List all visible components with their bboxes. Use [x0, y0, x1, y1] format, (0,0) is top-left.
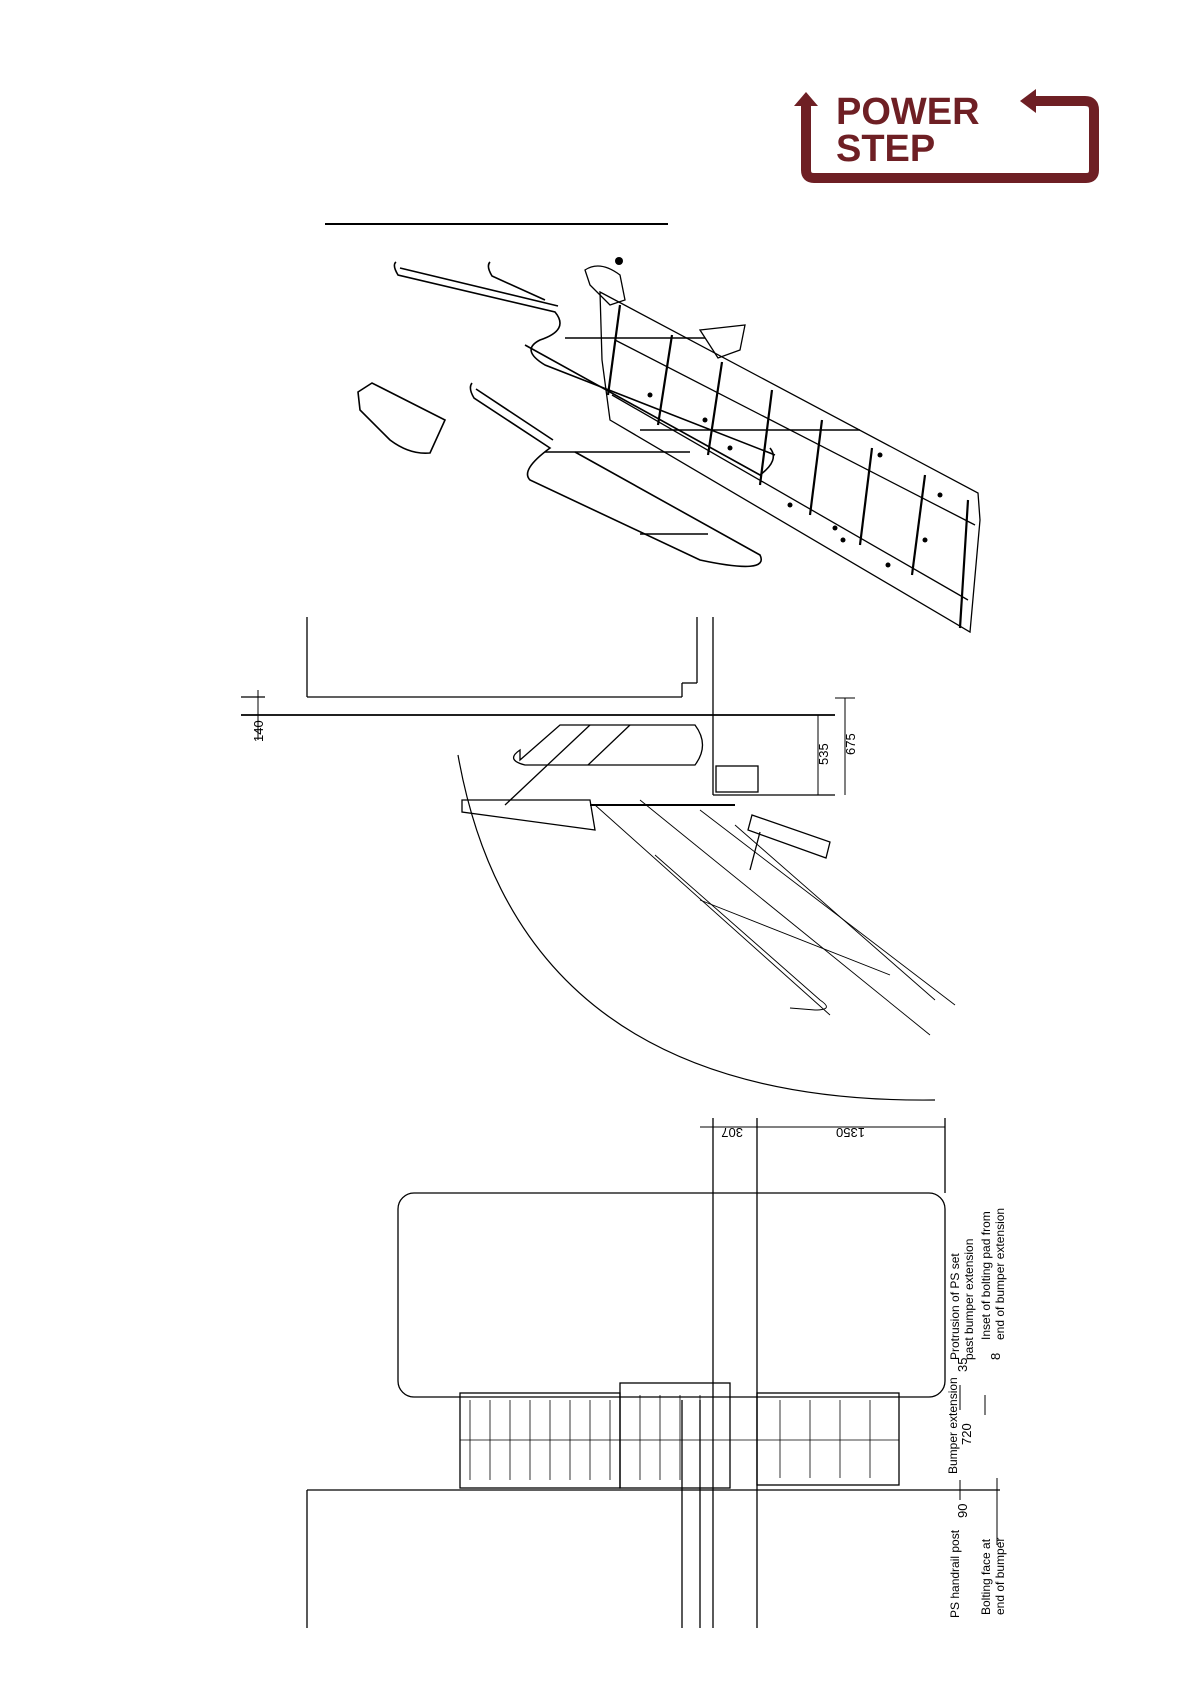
- step-mechanism-housing: [716, 766, 758, 792]
- label-handrail-post: PS handrail post: [948, 1529, 962, 1618]
- dim-720: 720: [959, 1423, 974, 1445]
- logo-registered-mark: ®: [1092, 171, 1098, 180]
- label-bolting-face-line-2: end of bumper: [993, 1538, 1007, 1615]
- label-bolting-face-line-1: Bolting face at: [979, 1538, 993, 1615]
- label-inset-line-2: end of bumper extension: [993, 1208, 1007, 1340]
- top-bracket: [585, 266, 625, 305]
- logo-line-1: POWER: [836, 91, 980, 133]
- handrail-lower: [470, 383, 761, 566]
- deployed-step-phantom: [595, 800, 955, 1035]
- side-dimensions: [258, 690, 855, 795]
- folded-step: [462, 800, 595, 830]
- label-inset-line-1: Inset of bolting pad from: [979, 1211, 993, 1340]
- dim-140: 140: [251, 720, 266, 742]
- bolting-pad: [358, 383, 445, 453]
- isometric-step-view: [358, 257, 980, 632]
- swing-arc: [458, 755, 935, 1100]
- plan-tread-slats: [460, 1395, 899, 1480]
- stair-treads: [608, 305, 968, 628]
- handrail-upper: [394, 262, 860, 475]
- plan-step-section-1: [460, 1393, 620, 1488]
- side-handrail: [514, 725, 703, 765]
- label-protrusion-line-2: past bumper extension: [962, 1239, 976, 1360]
- power-step-logo: POWER STEP ®: [794, 89, 1098, 180]
- dim-8: 8: [988, 1353, 1003, 1360]
- side-section-view: [241, 617, 955, 1100]
- plan-step-section-3: [757, 1393, 899, 1485]
- logo-left-arrow-icon: [1020, 89, 1036, 113]
- dim-535: 535: [816, 743, 831, 765]
- dim-90: 90: [955, 1504, 970, 1518]
- plan-view: [307, 1118, 1000, 1628]
- logo-line-2: STEP: [836, 128, 935, 170]
- actuator-ram: [748, 815, 830, 858]
- logo-up-arrow-icon: [794, 92, 818, 106]
- vehicle-body-outline: [398, 1193, 945, 1397]
- label-protrusion-line-1: Protrusion of PS set: [948, 1253, 962, 1360]
- label-bumper-extension: Bumper extension: [946, 1377, 960, 1474]
- dim-675: 675: [843, 733, 858, 755]
- stair-stringer: [600, 292, 980, 632]
- dim-307: 307: [721, 1125, 743, 1140]
- dim-1350: 1350: [836, 1125, 865, 1140]
